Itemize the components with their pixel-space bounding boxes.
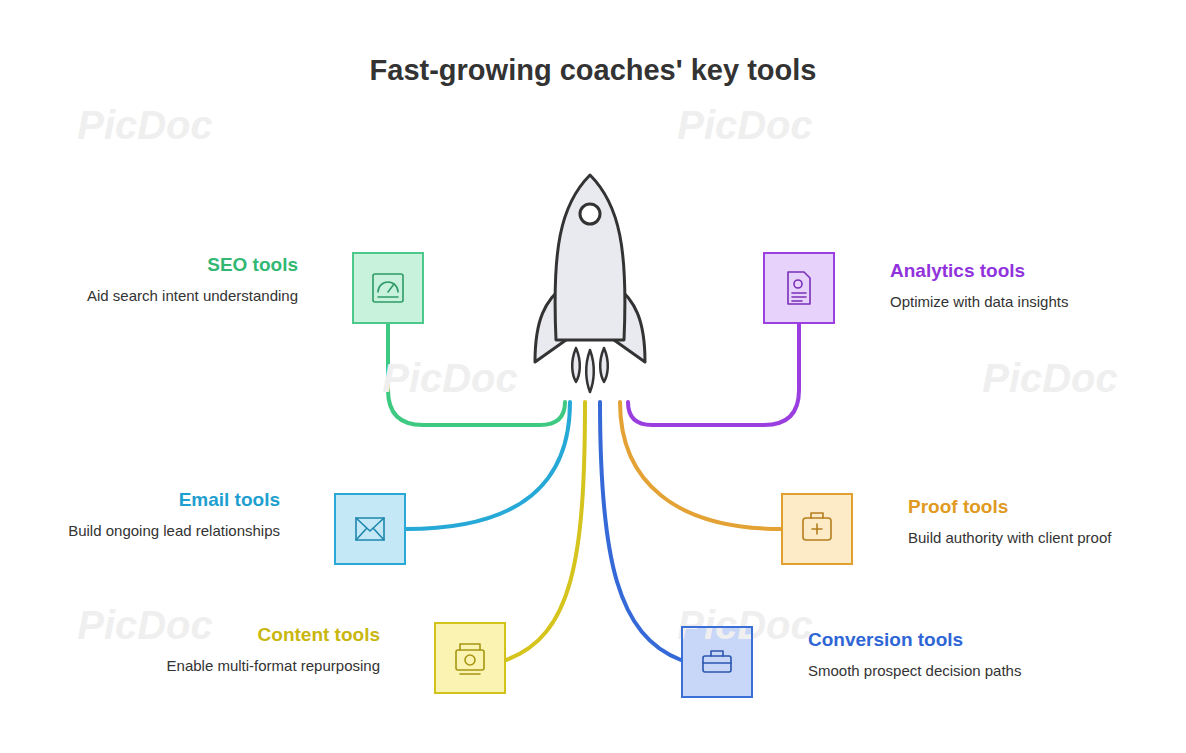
- leader-line: [600, 402, 681, 660]
- tool-heading: Email tools: [68, 488, 280, 512]
- rocket: [535, 175, 645, 392]
- watermark: PicDoc: [982, 355, 1118, 401]
- text-group: Proof toolsBuild authority with client p…: [908, 495, 1111, 548]
- document-gear-icon: [788, 272, 810, 304]
- diagram-title: Fast-growing coaches' key tools: [0, 52, 1186, 88]
- tool-heading: Proof tools: [908, 495, 1111, 519]
- rocket-body: [555, 175, 625, 340]
- toolbox-icon: [703, 651, 731, 672]
- text-group: SEO toolsAid search intent understanding: [87, 253, 298, 306]
- icon-box: Analytics toolsOptimize with data insigh…: [763, 252, 835, 324]
- leader-line: [620, 402, 781, 529]
- tool-description: Build ongoing lead relationships: [68, 521, 280, 541]
- icon-box: Conversion toolsSmooth prospect decision…: [681, 626, 753, 698]
- rocket-flame: [572, 348, 580, 382]
- leader-line: [506, 402, 585, 660]
- icon-box: Email toolsBuild ongoing lead relationsh…: [334, 493, 406, 565]
- tool-description: Aid search intent understanding: [87, 286, 298, 306]
- leader-line: [628, 324, 799, 425]
- tool-heading: SEO tools: [87, 253, 298, 277]
- rocket-window: [580, 204, 600, 224]
- rocket-flame: [586, 350, 594, 392]
- box-fill: [334, 493, 406, 565]
- tool-description: Enable multi-format repurposing: [167, 656, 380, 676]
- text-group: Analytics toolsOptimize with data insigh…: [890, 259, 1068, 312]
- box-fill: [352, 252, 424, 324]
- icon-box: Proof toolsBuild authority with client p…: [781, 493, 853, 565]
- tool-heading: Content tools: [167, 623, 380, 647]
- printer-icon: [456, 644, 484, 674]
- tool-description: Build authority with client proof: [908, 528, 1111, 548]
- watermark: PicDoc: [677, 602, 813, 648]
- watermark: PicDoc: [677, 102, 813, 148]
- text-group: Conversion toolsSmooth prospect decision…: [808, 628, 1021, 681]
- first-aid-icon: [803, 513, 831, 540]
- tool-description: Smooth prospect decision paths: [808, 661, 1021, 681]
- leader-line: [406, 402, 570, 529]
- tool-description: Optimize with data insights: [890, 292, 1068, 312]
- icon-box: Content toolsEnable multi-format repurpo…: [434, 622, 506, 694]
- icon-box: SEO toolsAid search intent understanding: [352, 252, 424, 324]
- text-group: Content toolsEnable multi-format repurpo…: [167, 623, 380, 676]
- watermark: PicDoc: [382, 355, 518, 401]
- gauge-icon: [373, 274, 403, 302]
- tool-heading: Analytics tools: [890, 259, 1068, 283]
- envelope-icon: [356, 518, 384, 540]
- box-fill: [781, 493, 853, 565]
- box-fill: [763, 252, 835, 324]
- text-group: Email toolsBuild ongoing lead relationsh…: [68, 488, 280, 541]
- tool-heading: Conversion tools: [808, 628, 1021, 652]
- box-fill: [434, 622, 506, 694]
- rocket-flame: [600, 348, 608, 382]
- watermark: PicDoc: [77, 602, 213, 648]
- watermark: PicDoc: [77, 102, 213, 148]
